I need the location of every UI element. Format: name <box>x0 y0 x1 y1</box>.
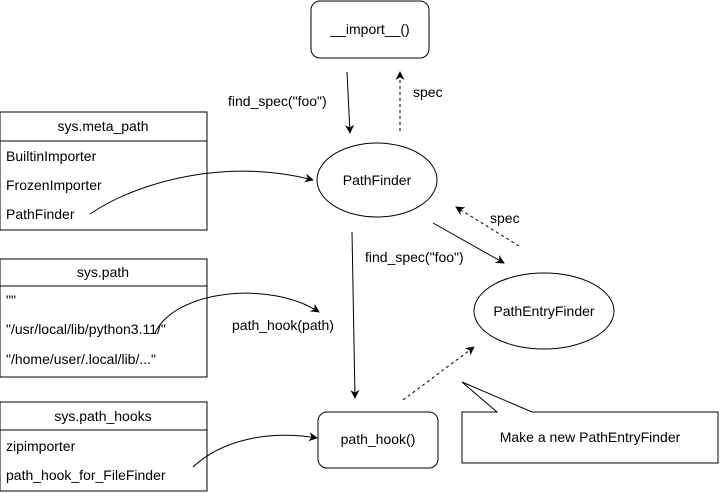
path-hooks-table: sys.path_hooks zipimporter path_hook_for… <box>0 401 208 492</box>
path-finder-node: PathFinder <box>316 142 438 218</box>
callout-label: Make a new PathEntryFinder <box>500 429 681 445</box>
path-finder-label: PathFinder <box>343 172 412 188</box>
find-spec-arrow-2 <box>432 222 505 264</box>
sys-path-to-path-hook-curve <box>154 292 320 334</box>
meta-path-to-path-finder-curve <box>89 170 314 215</box>
spec-label-2: spec <box>490 210 520 226</box>
path-finder-to-path-hook-arrow <box>350 231 360 399</box>
meta-path-header: sys.meta_path <box>57 118 148 134</box>
sys-path-header: sys.path <box>77 264 129 280</box>
sys-path-row: "/usr/local/lib/python3.11/" <box>6 321 166 337</box>
spec-label-1: spec <box>413 84 443 100</box>
spec-arrow-2 <box>455 206 520 247</box>
meta-path-table: sys.meta_path BuiltinImporter FrozenImpo… <box>0 111 208 231</box>
sys-path-row: "/home/user/.local/lib/..." <box>6 351 156 367</box>
path-hooks-header: sys.path_hooks <box>54 408 151 424</box>
path-hook-node: path_hook() <box>317 411 439 469</box>
sys-path-table: sys.path "" "/usr/local/lib/python3.11/"… <box>0 258 208 378</box>
path-hooks-row: path_hook_for_FileFinder <box>6 467 166 483</box>
meta-path-row: PathFinder <box>6 206 75 222</box>
path-hooks-to-path-hook-curve <box>192 432 318 468</box>
path-hook-to-entry-finder-arrow <box>402 346 475 401</box>
meta-path-row: FrozenImporter <box>6 177 102 193</box>
meta-path-row: BuiltinImporter <box>6 148 97 164</box>
callout-note: Make a new PathEntryFinder <box>461 381 719 464</box>
path-hook-path-label: path_hook(path) <box>232 317 334 333</box>
find-spec-label-1: find_spec("foo") <box>228 93 327 109</box>
find-spec-arrow-1 <box>345 71 355 134</box>
path-hook-label: path_hook() <box>341 431 416 447</box>
find-spec-label-2: find_spec("foo") <box>365 249 464 265</box>
sys-path-row: "" <box>6 292 16 308</box>
import-call-node: __import__() <box>310 0 430 59</box>
path-entry-finder-label: PathEntryFinder <box>493 303 594 319</box>
path-hooks-row: zipimporter <box>6 438 76 454</box>
path-entry-finder-node: PathEntryFinder <box>473 272 615 350</box>
import-call-label: __import__() <box>329 21 409 37</box>
